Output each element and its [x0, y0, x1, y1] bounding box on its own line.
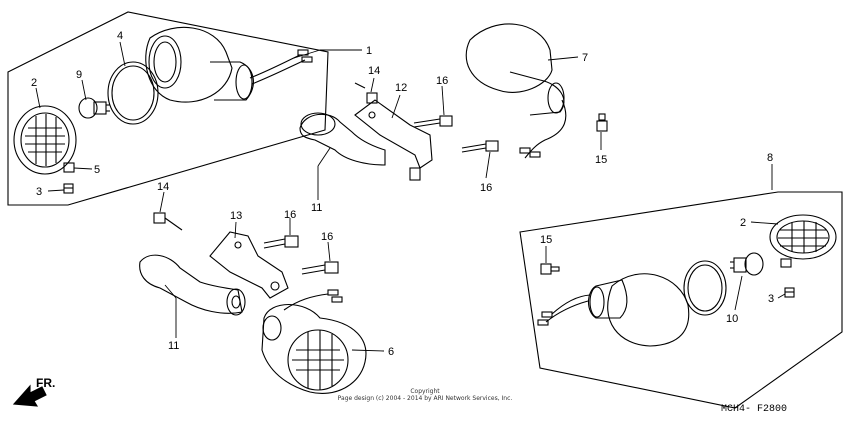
signal-housing-right: [537, 273, 690, 347]
callout-labels: 1 2 9 4 5 3 6 7 8 2 3 10 11 11 12 13 14 …: [31, 30, 774, 390]
screw-15-lower: [540, 263, 560, 275]
bolt-14-middle: [153, 212, 183, 231]
screw-right: [784, 287, 795, 298]
front-direction-arrow-icon: [12, 384, 47, 407]
callout-7: 7: [582, 52, 588, 64]
bulb-left: [78, 97, 110, 119]
callout-11-bottom: 11: [168, 340, 179, 352]
bolt-top: [354, 82, 378, 104]
callout-11-top: 11: [311, 202, 322, 214]
callout-8: 8: [767, 152, 773, 164]
callout-4: 4: [117, 30, 123, 42]
screw-left: [63, 183, 74, 194]
clip-part: [63, 162, 75, 173]
signal-front-right: [465, 23, 567, 159]
callout-3-right: 3: [768, 293, 774, 305]
copyright-line-2: Page design (c) 2004 - 2014 by ARI Netwo…: [337, 395, 513, 402]
callout-3-left: 3: [36, 186, 42, 198]
assembly-box-right: [519, 191, 843, 409]
gasket-ring-right: [683, 260, 727, 316]
callout-9: 9: [76, 69, 82, 81]
callout-16-c: 16: [284, 209, 296, 221]
diagram-code: MCH4- F2800: [721, 404, 788, 415]
copyright-notice: Copyright Page design (c) 2004 - 2014 by…: [300, 388, 550, 402]
callout-14-middle: 14: [157, 181, 169, 193]
callout-14-top: 14: [368, 65, 380, 77]
bracket-middle: [209, 231, 289, 299]
callout-13: 13: [230, 210, 242, 222]
bolt-16-lower: [461, 140, 499, 153]
lens-right: [769, 214, 837, 260]
bolt-16-upper: [413, 115, 453, 128]
direction-label: FR.: [36, 376, 55, 390]
callout-16-d: 16: [321, 231, 333, 243]
callout-6: 6: [388, 346, 394, 358]
callout-5: 5: [94, 164, 100, 176]
callout-16-a: 16: [436, 75, 448, 87]
lens-left: [13, 105, 77, 175]
callout-12: 12: [395, 82, 407, 94]
clip-part-right: [780, 258, 792, 268]
callout-2-left: 2: [31, 77, 37, 89]
callout-2-right: 2: [740, 217, 746, 229]
callout-1: 1: [366, 45, 372, 57]
callout-16-b: 16: [480, 182, 492, 194]
assembly-box-left: [7, 11, 329, 206]
bulb-right: [730, 252, 764, 276]
mounting-arm-top: [299, 112, 386, 166]
callout-10: 10: [726, 313, 738, 325]
signal-housing-left: [145, 26, 313, 103]
bolt-16-mid-a: [263, 235, 299, 249]
copyright-line-1: Copyright: [410, 388, 440, 395]
bolt-16-mid-b: [301, 261, 339, 275]
signal-front-left: [261, 289, 367, 394]
leader-lines: [35, 41, 786, 352]
callout-15-lower: 15: [540, 234, 552, 246]
callout-15-upper: 15: [595, 154, 607, 166]
screw-15-upper: [596, 113, 608, 132]
bracket-top: [354, 99, 433, 181]
mounting-arm-middle: [139, 254, 246, 316]
